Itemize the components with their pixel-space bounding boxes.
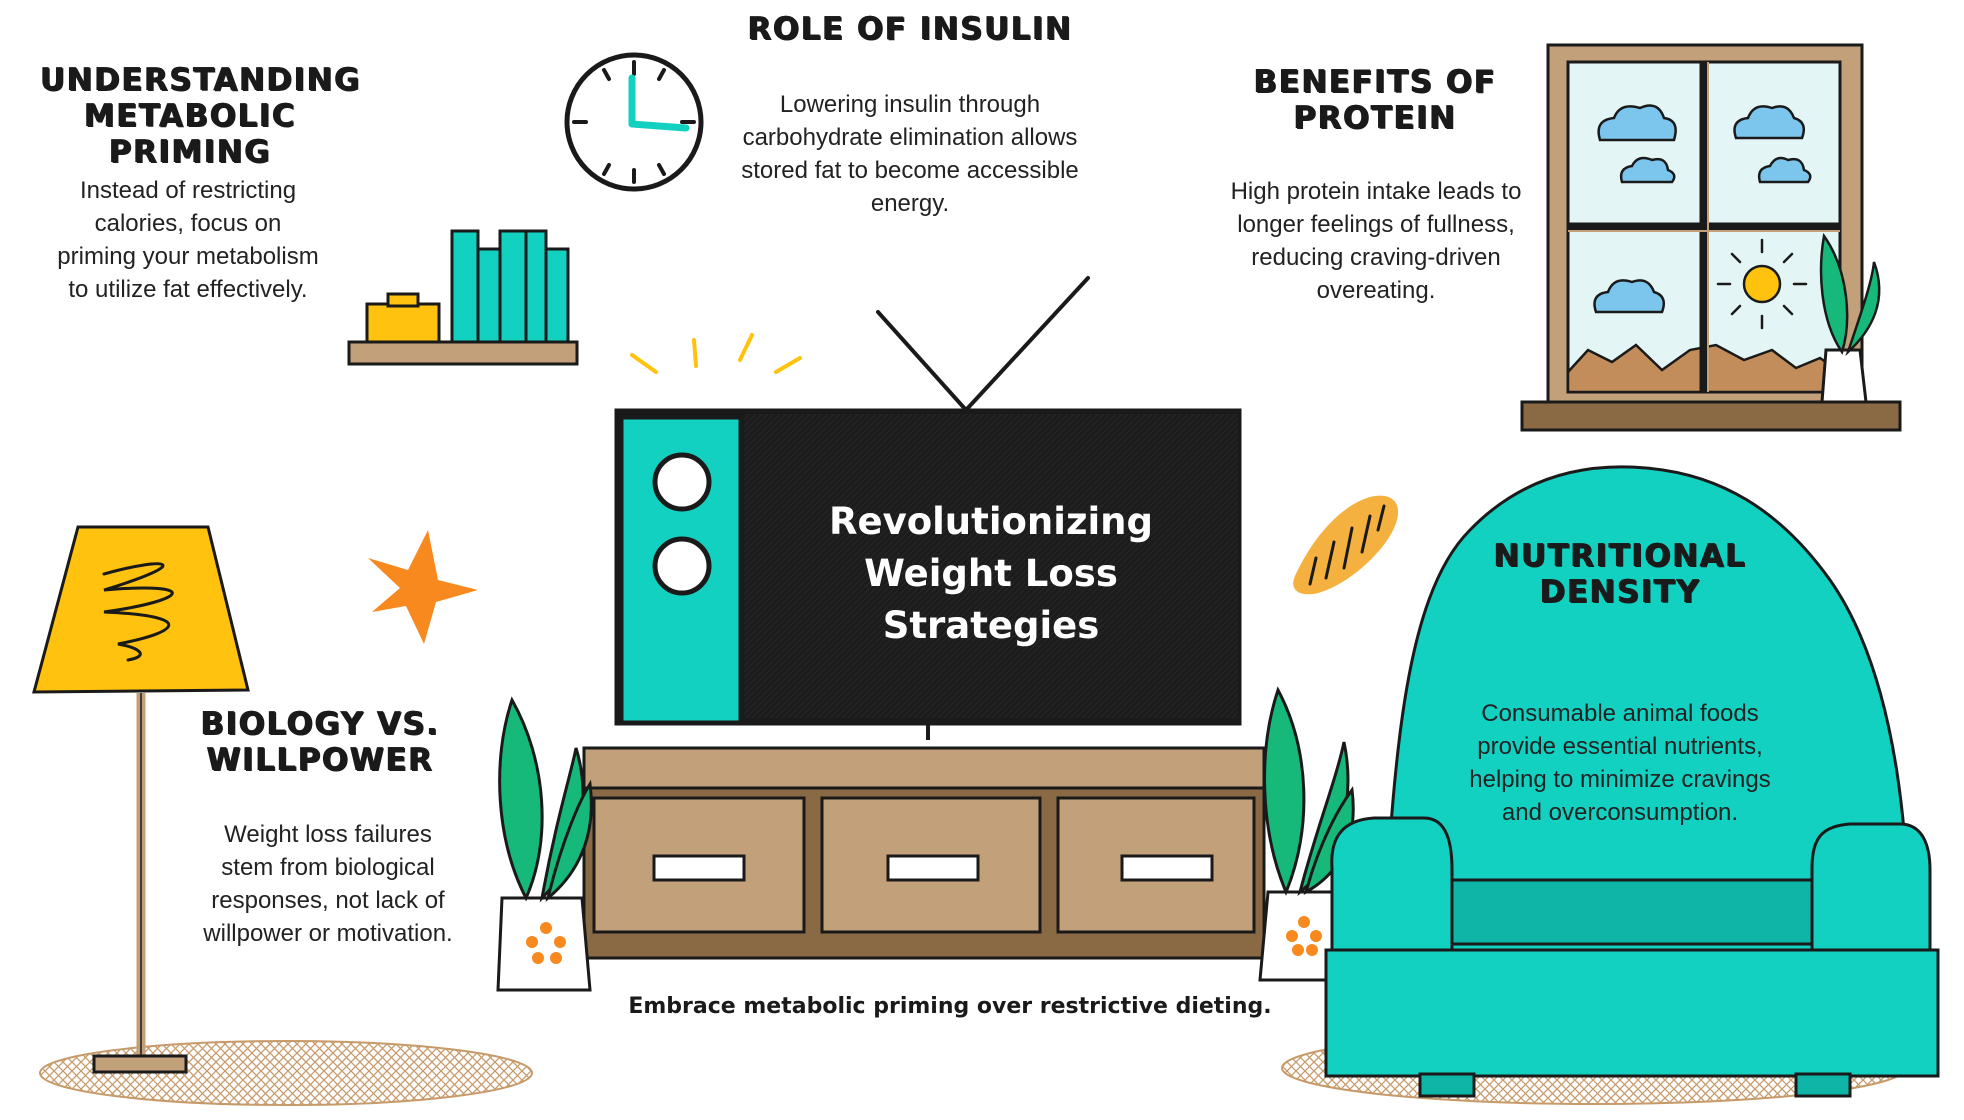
television bbox=[614, 408, 1242, 726]
window bbox=[1520, 43, 1902, 432]
density-body: Consumable animal foods provide essentia… bbox=[1469, 700, 1771, 826]
protein-body: High protein intake leads to longer feel… bbox=[1230, 178, 1522, 304]
biology-body: Weight loss failures stem from biologica… bbox=[203, 821, 453, 947]
tagline: Embrace metabolic priming over restricti… bbox=[628, 994, 1272, 1019]
biology-heading: BIOLOGY VS. WILLPOWER bbox=[200, 706, 440, 778]
clock-icon bbox=[564, 52, 704, 192]
density-heading: NUTRITIONAL DENSITY bbox=[1493, 538, 1747, 610]
tv-stand bbox=[582, 718, 1266, 960]
tv-antenna bbox=[876, 276, 1090, 413]
page-title: Revolutionizing Weight Loss Strategies bbox=[828, 500, 1153, 647]
insulin-heading: ROLE OF INSULIN bbox=[747, 11, 1073, 47]
star-doodle bbox=[368, 530, 478, 644]
potted-plant bbox=[496, 696, 593, 992]
bread-doodle bbox=[1293, 495, 1398, 595]
bookshelf bbox=[347, 229, 579, 366]
potted-plant bbox=[1258, 686, 1355, 982]
armchair bbox=[1324, 465, 1940, 1098]
metabolic-priming-body: Instead of restricting calories, focus o… bbox=[57, 177, 319, 303]
insulin-body: Lowering insulin through carbohydrate el… bbox=[741, 91, 1079, 217]
metabolic-priming-heading: UNDERSTANDING METABOLIC PRIMING bbox=[40, 62, 362, 170]
sparkle-doodle bbox=[630, 333, 802, 374]
floor-lamp bbox=[32, 525, 250, 1074]
protein-heading: BENEFITS OF PROTEIN bbox=[1253, 64, 1497, 136]
